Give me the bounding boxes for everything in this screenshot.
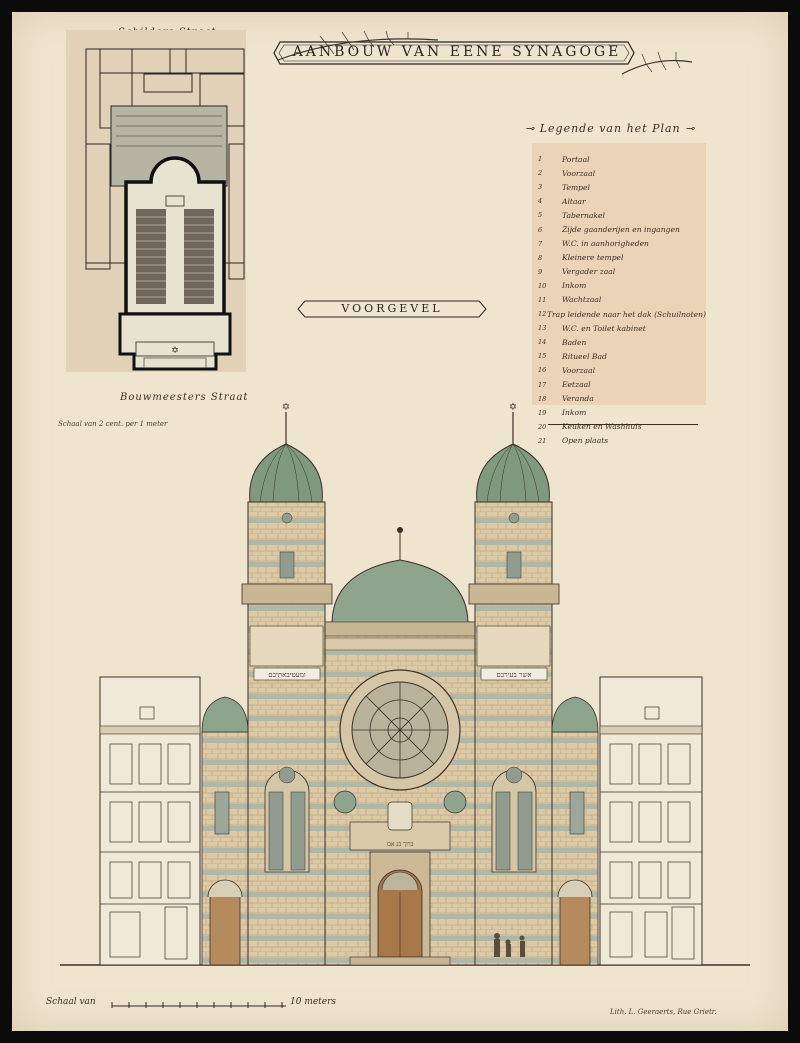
- elevation-title: VOORGEVEL: [341, 302, 443, 315]
- legend-item-label: W.C. in aanhorigheden: [562, 239, 649, 249]
- right-tower-hebrew-inscription: אשר בעירכם: [496, 671, 531, 679]
- legend-item-label: Trap leidende naar het dak (Schuilnoten): [546, 309, 706, 319]
- legend-item-label: Open plaats: [562, 436, 609, 446]
- plan-scale-note: Schaal van 2 cent. per 1 meter: [58, 420, 168, 428]
- legend-item-number: 4: [538, 197, 543, 206]
- legend-item: 2 Voorzaal: [538, 166, 706, 180]
- left-tower-hebrew-inscription: ומעטיבאתיבם: [268, 671, 306, 679]
- legend-underline: [548, 424, 698, 425]
- legend-item-label: Portaal: [562, 154, 590, 164]
- legend-item-number: 15: [538, 352, 547, 361]
- human-figures: [494, 933, 525, 957]
- legend-item-label: Vergader zaal: [562, 267, 616, 277]
- legend-item-label: Veranda: [562, 394, 594, 404]
- legend-item-number: 17: [538, 380, 547, 389]
- legend-item-label: Tempel: [562, 182, 590, 192]
- legend-item: 13 W.C. en Toilet kabinet: [538, 321, 706, 335]
- legend-panel: [532, 143, 706, 405]
- drawing-title: AANBOUW VAN EENE SYNAGOGE: [292, 44, 622, 60]
- legend-item: 3 Tempel: [538, 180, 706, 194]
- legend-item-label: Keuken en Washhuis: [562, 422, 642, 432]
- legend-item-number: 21: [538, 436, 547, 445]
- left-neighbour-house: [99, 676, 201, 966]
- legend-item-label: Voorzaal: [562, 168, 596, 178]
- legend-item-number: 10: [538, 281, 547, 290]
- legend-item: 10 Inkom: [538, 279, 706, 293]
- legend-item-number: 6: [538, 225, 543, 234]
- legend-item-label: Kleinere tempel: [562, 253, 624, 263]
- legend-item: 17 Eetzaal: [538, 378, 706, 392]
- legend-item-number: 1: [538, 155, 543, 164]
- legend-item-number: 11: [538, 295, 547, 304]
- scale-suffix: 10 meters: [290, 997, 337, 1007]
- scale-bar: [111, 1002, 286, 1008]
- legend-item-number: 19: [538, 408, 547, 417]
- svg-text:✡: ✡: [171, 346, 179, 356]
- legend-item: 4 Altaar: [538, 194, 706, 208]
- legend-item: 19 Inkom: [538, 406, 706, 420]
- portal-hebrew-inscription: ברוך בנ אבו: [386, 841, 413, 848]
- legend-item: 11 Wachtzaal: [538, 293, 706, 307]
- right-neighbour-house: [599, 676, 703, 966]
- legend-item: 7 W.C. in aanhorigheden: [538, 237, 706, 251]
- legend-item-number: 13: [538, 324, 547, 333]
- legend-item-label: Eetzaal: [562, 380, 591, 390]
- legend-item-number: 2: [538, 169, 543, 178]
- legend-item-number: 20: [538, 422, 547, 431]
- legend-flourish-left-icon: ⊸: [525, 122, 540, 135]
- legend-item: 15 Ritueel Bad: [538, 349, 706, 363]
- legend-item-number: 7: [538, 239, 543, 248]
- legend-item: 8 Kleinere tempel: [538, 251, 706, 265]
- scale-prefix: Schaal van: [46, 997, 96, 1007]
- svg-text:✡: ✡: [282, 402, 290, 413]
- title-banner: [273, 41, 635, 65]
- legend-item: 20 Keuken en Washhuis: [538, 420, 706, 434]
- legend-item-label: Tabernakel: [562, 210, 605, 220]
- legend-item-number: 3: [538, 183, 543, 192]
- legend-item: 14 Baden: [538, 335, 706, 349]
- legend-item-label: Baden: [562, 337, 587, 347]
- legend-flourish-right-icon: ⊸: [680, 122, 696, 135]
- legend-item-label: Altaar: [562, 196, 586, 206]
- floor-plan-drawing: ✡: [85, 48, 245, 371]
- legend-item-number: 18: [538, 394, 547, 403]
- legend-item-number: 12: [538, 310, 547, 319]
- legend-item-number: 16: [538, 366, 547, 375]
- legend-item: 16 Voorzaal: [538, 363, 706, 377]
- facade-elevation: ✡ ומעטיבאתיבם ✡ אשר בעירכם ברוך בנ אבו: [60, 402, 750, 966]
- legend-item-label: Inkom: [562, 408, 587, 418]
- legend-item-label: W.C. en Toilet kabinet: [562, 323, 646, 333]
- legend-item-label: Voorzaal: [562, 365, 596, 375]
- lithographer-imprint: Lith. L. Geeraerts, Rue Grietr.: [610, 1008, 717, 1016]
- legend-item-label: Zijde gaanderijen en ingangen: [562, 225, 680, 235]
- legend-item-label: Wachtzaal: [562, 295, 602, 305]
- legend-item: 21 Open plaats: [538, 434, 706, 448]
- plan-bottom-street-label: Bouwmeesters Straat: [120, 392, 249, 403]
- elevation-title-cartouche: [297, 300, 487, 318]
- legend-heading: ⊸ Legende van het Plan ⊸: [525, 122, 765, 135]
- legend-item: 1 Portaal: [538, 152, 706, 166]
- legend-item-label: Ritueel Bad: [562, 351, 607, 361]
- palm-branch-left-icon: [277, 30, 439, 61]
- legend-item: 5 Tabernakel: [538, 208, 706, 222]
- legend-item: 18 Veranda: [538, 392, 706, 406]
- svg-text:✡: ✡: [509, 402, 517, 413]
- legend-heading-text: Legende van het Plan: [539, 122, 681, 135]
- legend-item-number: 8: [538, 253, 543, 262]
- legend-item-number: 5: [538, 211, 543, 220]
- legend-item-number: 14: [538, 338, 547, 347]
- legend-item-label: Inkom: [562, 281, 587, 291]
- palm-branch-right-icon: [621, 51, 693, 75]
- legend-item: 9 Vergader zaal: [538, 265, 706, 279]
- legend-item: 6 Zijde gaanderijen en ingangen: [538, 222, 706, 236]
- legend-item-number: 9: [538, 267, 543, 276]
